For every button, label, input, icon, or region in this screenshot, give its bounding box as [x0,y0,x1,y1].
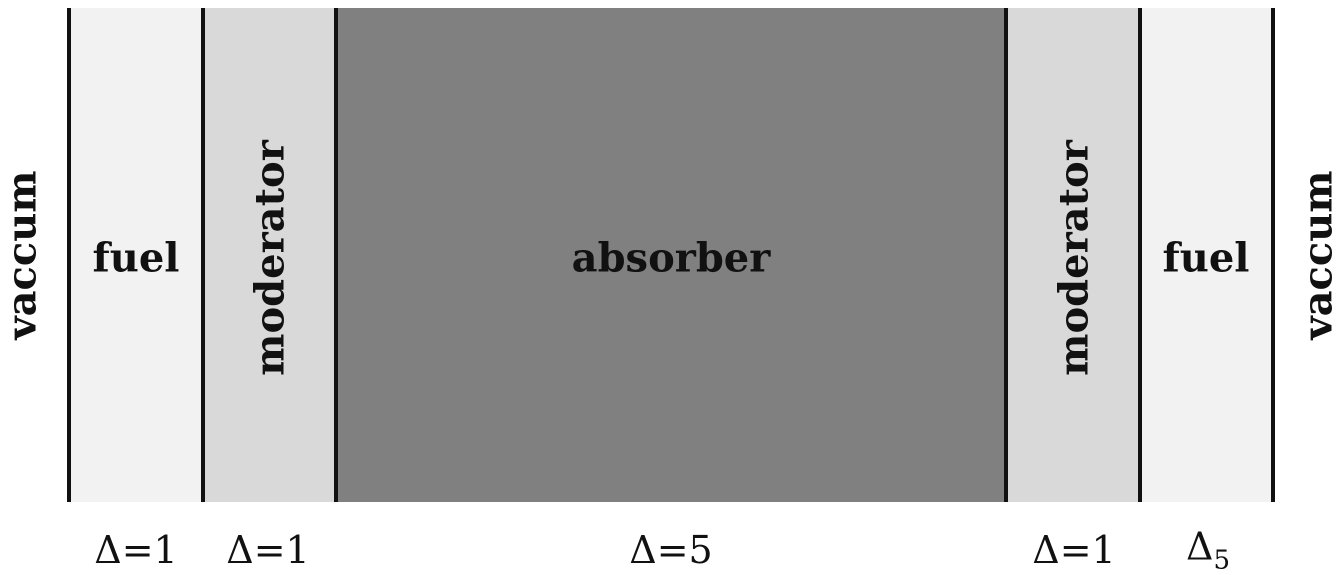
region-label-fuel-left: fuel [93,235,180,282]
boundary-line [201,8,205,502]
region-label-moderator-right: moderator [1051,140,1098,376]
width-label-moderator-left: Δ=1 [226,528,309,572]
boundary-line [1138,8,1142,502]
region-label-absorber: absorber [572,235,771,282]
width-label-absorber: Δ=5 [629,528,712,572]
vacuum-label-left: vaccum [0,170,46,339]
region-label-fuel-right: fuel [1163,235,1250,282]
width-label-fuel-left: Δ=1 [94,528,177,572]
width-label-fuel-right-subscript: 5 [1213,545,1230,575]
width-label-moderator-right: Δ=1 [1032,528,1115,572]
boundary-line [1004,8,1008,502]
vacuum-label-right: vaccum [1295,170,1338,339]
width-label-fuel-right: Δ5 [1186,525,1230,575]
boundary-line [334,8,338,502]
boundary-line [67,8,71,502]
width-label-fuel-right-symbol: Δ [1186,525,1213,569]
region-label-moderator-left: moderator [247,140,294,376]
boundary-line [1271,8,1275,502]
